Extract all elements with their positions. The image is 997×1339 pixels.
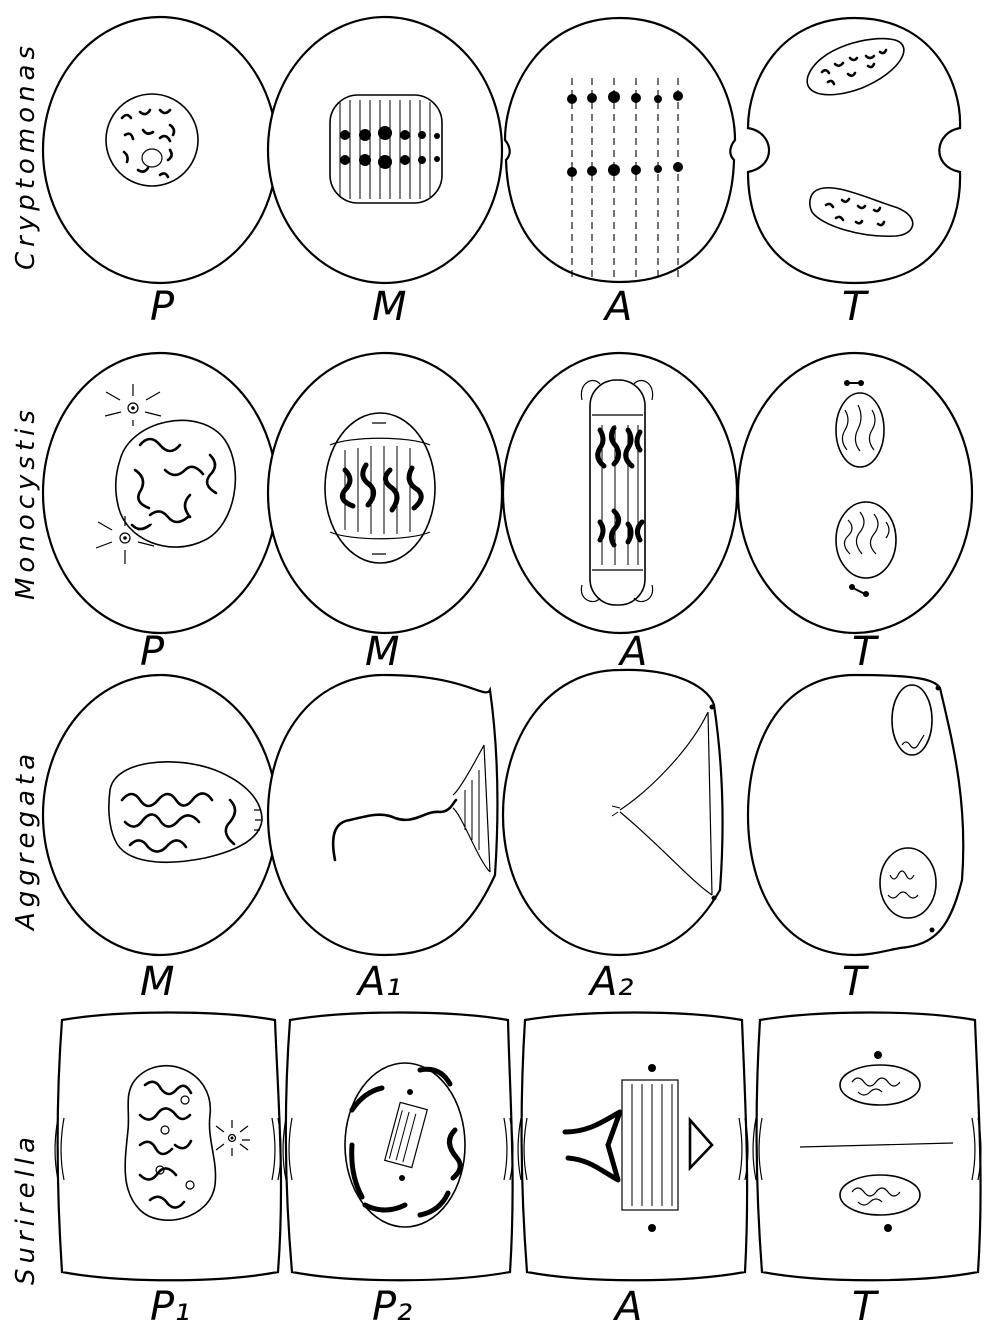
cell-aggregata-m — [43, 675, 277, 955]
cell-cryptomonas-p — [43, 17, 277, 283]
stage-label-cryptomonas-4: T — [842, 284, 870, 330]
cell-monocystis-m — [268, 353, 502, 633]
cell-surirella-a — [518, 1013, 748, 1281]
cell-surirella-t — [753, 1013, 981, 1281]
row-surirella: Surirella — [11, 1013, 981, 1331]
stage-label-cryptomonas-3: A — [602, 284, 632, 330]
stage-label-aggregata-2: A₁ — [355, 959, 401, 1005]
stage-label-monocystis-1: P — [140, 629, 165, 675]
stage-label-monocystis-4: T — [852, 629, 880, 675]
cell-surirella-p1 — [55, 1013, 281, 1281]
cell-cryptomonas-t — [748, 18, 960, 283]
stage-label-cryptomonas-2: M — [372, 284, 407, 330]
stage-label-cryptomonas-1: P — [150, 284, 175, 330]
cell-cryptomonas-a — [505, 18, 735, 282]
row-label-cryptomonas: Cryptomonas — [11, 41, 41, 270]
row-aggregata: Aggregata — [11, 670, 963, 1005]
stage-label-monocystis-2: M — [365, 629, 400, 675]
row-label-monocystis: Monocystis — [11, 405, 41, 600]
cell-surirella-p2 — [283, 1013, 513, 1281]
stage-label-aggregata-3: A₂ — [587, 959, 633, 1005]
stage-label-monocystis-3: A — [617, 629, 647, 675]
cell-monocystis-t — [738, 353, 972, 633]
stage-label-surirella-3: A — [612, 1284, 642, 1330]
cell-aggregata-a1 — [268, 675, 497, 955]
cell-monocystis-p — [43, 353, 277, 633]
row-label-surirella: Surirella — [11, 1132, 41, 1285]
stage-label-aggregata-4: T — [842, 959, 870, 1005]
cell-cryptomonas-m — [268, 17, 502, 283]
row-cryptomonas: Cryptomonas — [11, 17, 960, 330]
stage-label-aggregata-1: M — [140, 959, 175, 1005]
stage-label-surirella-4: T — [852, 1284, 880, 1330]
stage-label-surirella-2: P₂ — [372, 1284, 412, 1330]
stage-label-surirella-1: P₁ — [150, 1284, 190, 1330]
row-label-aggregata: Aggregata — [11, 749, 41, 932]
cell-monocystis-a — [503, 353, 737, 633]
row-monocystis: Monocystis — [11, 353, 972, 675]
cell-aggregata-t — [748, 675, 963, 955]
cell-aggregata-a2 — [503, 670, 722, 955]
